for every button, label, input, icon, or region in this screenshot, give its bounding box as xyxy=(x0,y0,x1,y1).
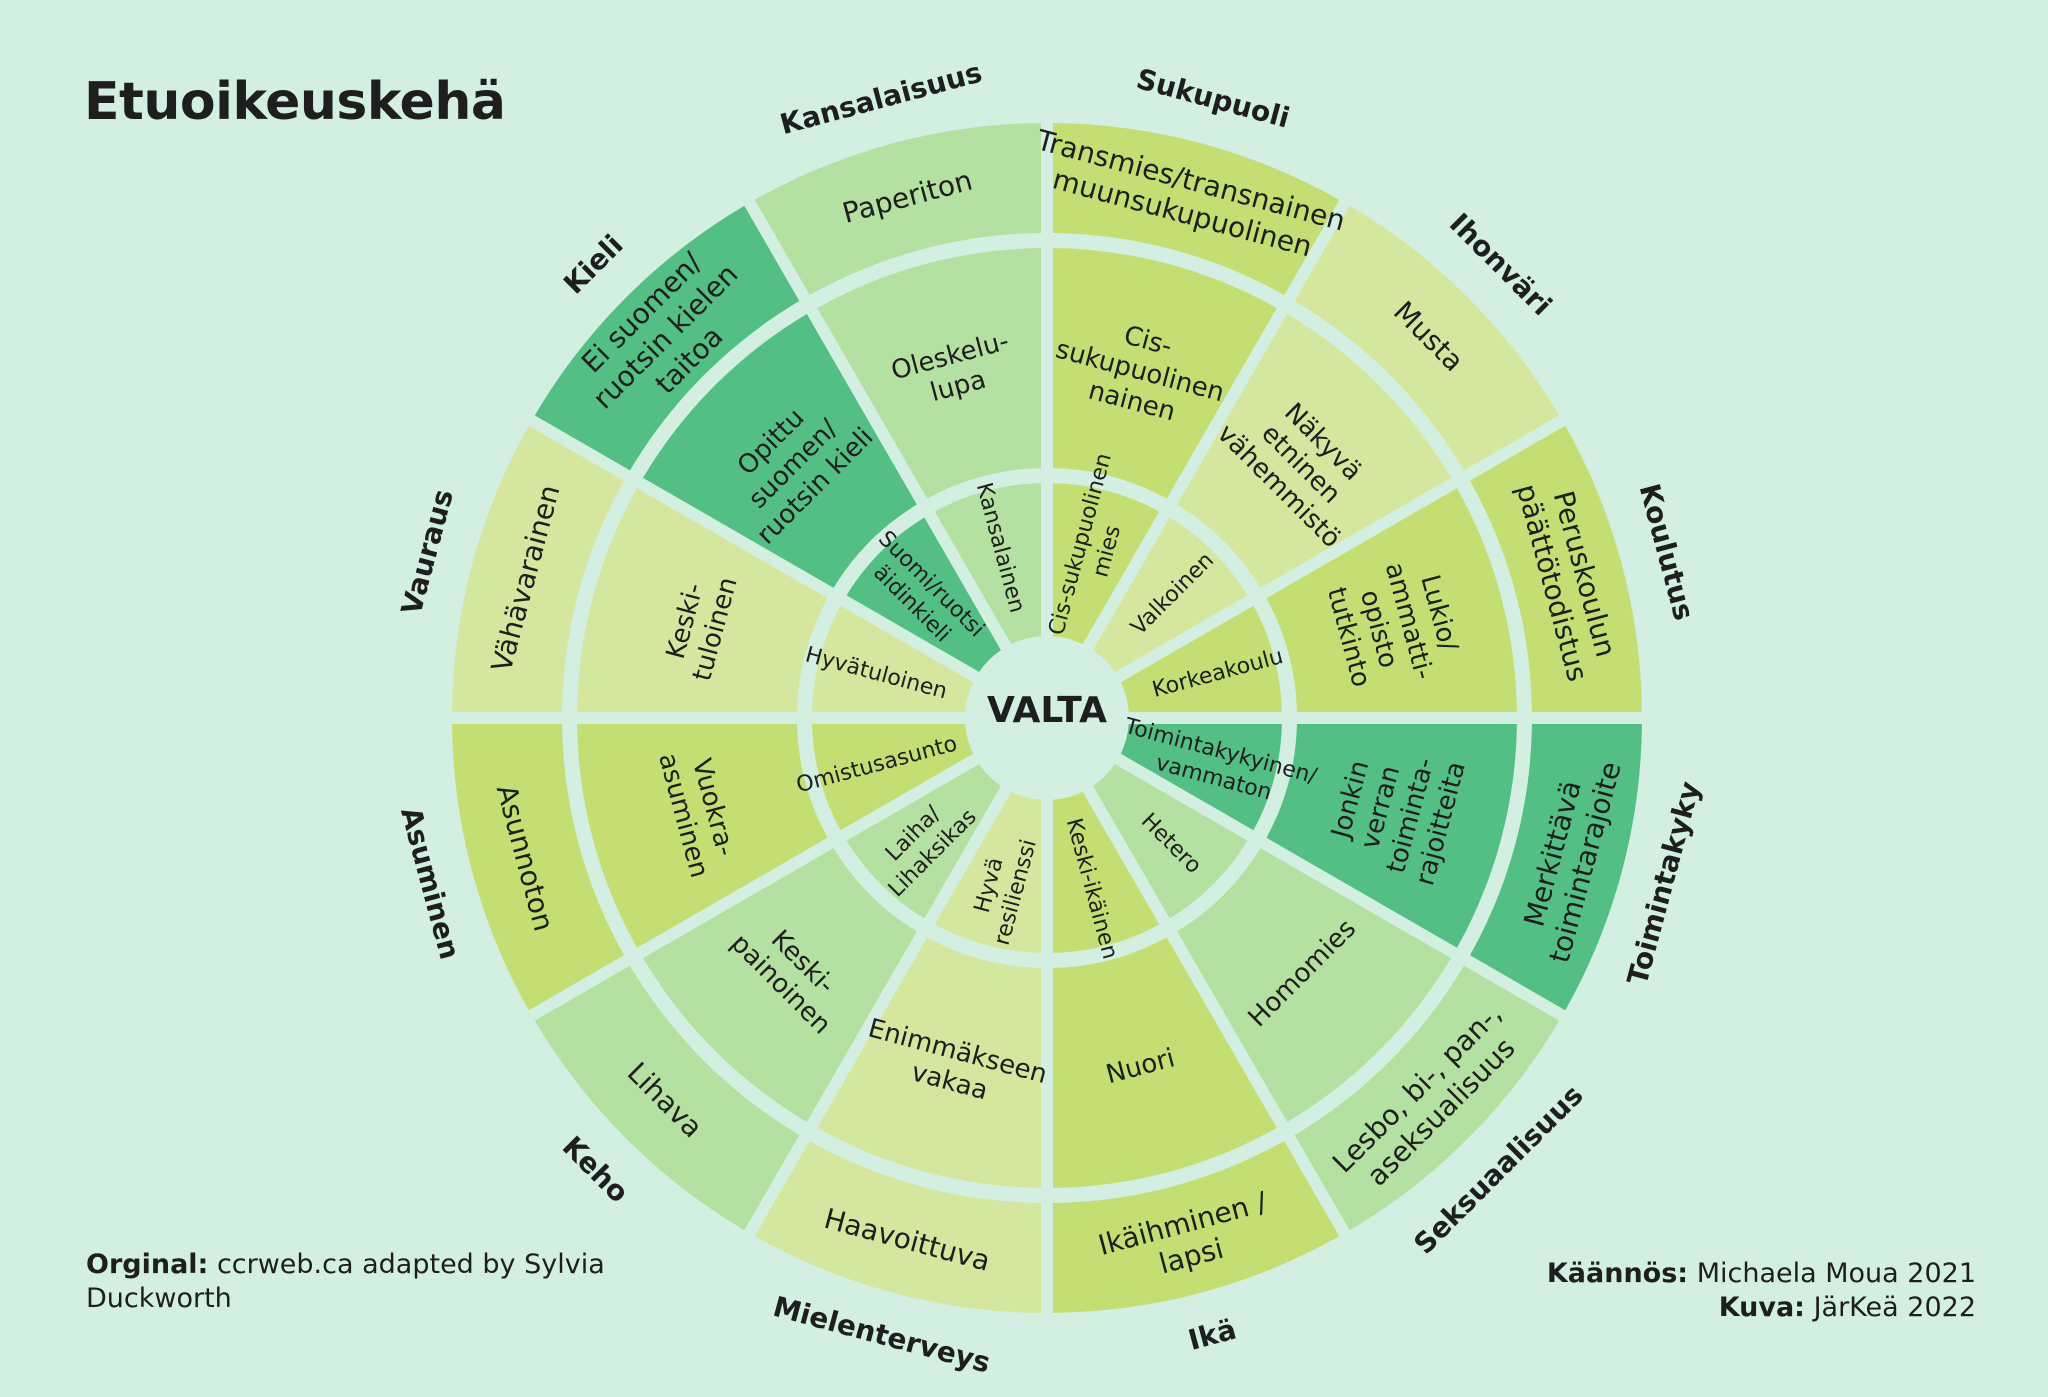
sector-kieli-ring-2 xyxy=(643,314,917,588)
sector-kieli-ring-1 xyxy=(846,517,1001,672)
sector-toimintakyky-ring-2 xyxy=(1266,724,1517,948)
category-label-sukupuoli: Sukupuoli xyxy=(1133,62,1293,135)
sector-ihonvari-ring-2 xyxy=(1177,314,1451,588)
center-label: VALTA xyxy=(987,690,1107,731)
sector-asuminen-ring-1 xyxy=(812,723,974,831)
sector-koulutus-ring-1 xyxy=(1120,605,1282,713)
wheel-sectors xyxy=(452,123,1642,1313)
sector-toimintakyky-ring-3 xyxy=(1469,724,1642,1011)
sector-ika-ring-3 xyxy=(1053,1140,1340,1313)
label-ihonvari-ring-2: Näkyväetninenvähemmistö xyxy=(1211,375,1390,554)
sector-vauraus-ring-2 xyxy=(577,488,828,712)
image-credit-label: Kuva: xyxy=(1718,1292,1805,1323)
category-label-kansalaisuus: Kansalaisuus xyxy=(777,56,986,142)
sector-seksuaalisuus-ring-1 xyxy=(1093,764,1248,919)
sector-kansalaisuus-ring-3 xyxy=(754,123,1041,296)
sector-ihonvari-ring-3 xyxy=(1294,205,1560,471)
sector-mielenterveys-ring-2 xyxy=(817,937,1041,1188)
category-label-keho: Keho xyxy=(556,1130,635,1209)
sector-kansalaisuus-ring-2 xyxy=(817,248,1041,499)
sector-mielenterveys-ring-1 xyxy=(934,791,1042,953)
category-label-vauraus: Vauraus xyxy=(395,486,460,618)
image-credit: Kuva: JärKeä 2022 xyxy=(1719,1292,1976,1323)
original-credit-text: ccrweb.ca adapted by Sylvia Duckworth xyxy=(86,1249,605,1314)
image-credit-text: JärKeä 2022 xyxy=(1813,1292,1976,1323)
original-credit: Orginal: ccrweb.ca adapted by Sylvia Duc… xyxy=(86,1248,606,1316)
sector-sukupuoli-ring-3 xyxy=(1053,123,1340,296)
sector-toimintakyky-ring-1 xyxy=(1120,723,1282,831)
translation-credit: Käännös: Michaela Moua 2021 xyxy=(1547,1258,1976,1289)
sector-sukupuoli-ring-2 xyxy=(1053,248,1277,499)
category-label-ika: Ikä xyxy=(1185,1313,1240,1357)
sector-sukupuoli-ring-1 xyxy=(1052,483,1160,645)
sector-keho-ring-1 xyxy=(846,764,1001,919)
sector-seksuaalisuus-ring-2 xyxy=(1177,848,1451,1122)
sector-mielenterveys-ring-3 xyxy=(754,1140,1041,1313)
sector-koulutus-ring-3 xyxy=(1469,425,1642,712)
sector-ika-ring-1 xyxy=(1052,791,1160,953)
sector-ika-ring-2 xyxy=(1053,937,1277,1188)
sector-asuminen-ring-2 xyxy=(577,724,828,948)
original-credit-label: Orginal: xyxy=(86,1249,209,1280)
sector-keho-ring-3 xyxy=(534,965,800,1231)
sector-kieli-ring-3 xyxy=(534,205,800,471)
translation-credit-label: Käännös: xyxy=(1546,1258,1689,1289)
label-kieli-ring-2: Opittusuomen/ruotsin kieli xyxy=(707,378,879,550)
sector-keho-ring-2 xyxy=(643,848,917,1122)
label-koulutus-ring-2: Lukio/ammatti-opistotutkinto xyxy=(1319,551,1469,698)
translation-credit-text: Michaela Moua 2021 xyxy=(1696,1258,1976,1289)
sector-vauraus-ring-3 xyxy=(452,425,625,712)
category-label-asuminen: Asuminen xyxy=(394,804,466,963)
category-label-koulutus: Koulutus xyxy=(1633,480,1701,624)
sector-ihonvari-ring-1 xyxy=(1093,517,1248,672)
sector-seksuaalisuus-ring-3 xyxy=(1294,965,1560,1231)
sector-koulutus-ring-2 xyxy=(1266,488,1517,712)
sector-vauraus-ring-1 xyxy=(812,605,974,713)
category-label-kieli: Kieli xyxy=(557,228,629,300)
page-title: Etuoikeuskehä xyxy=(84,72,506,132)
sector-kansalaisuus-ring-1 xyxy=(934,483,1042,645)
sector-asuminen-ring-3 xyxy=(452,724,625,1011)
